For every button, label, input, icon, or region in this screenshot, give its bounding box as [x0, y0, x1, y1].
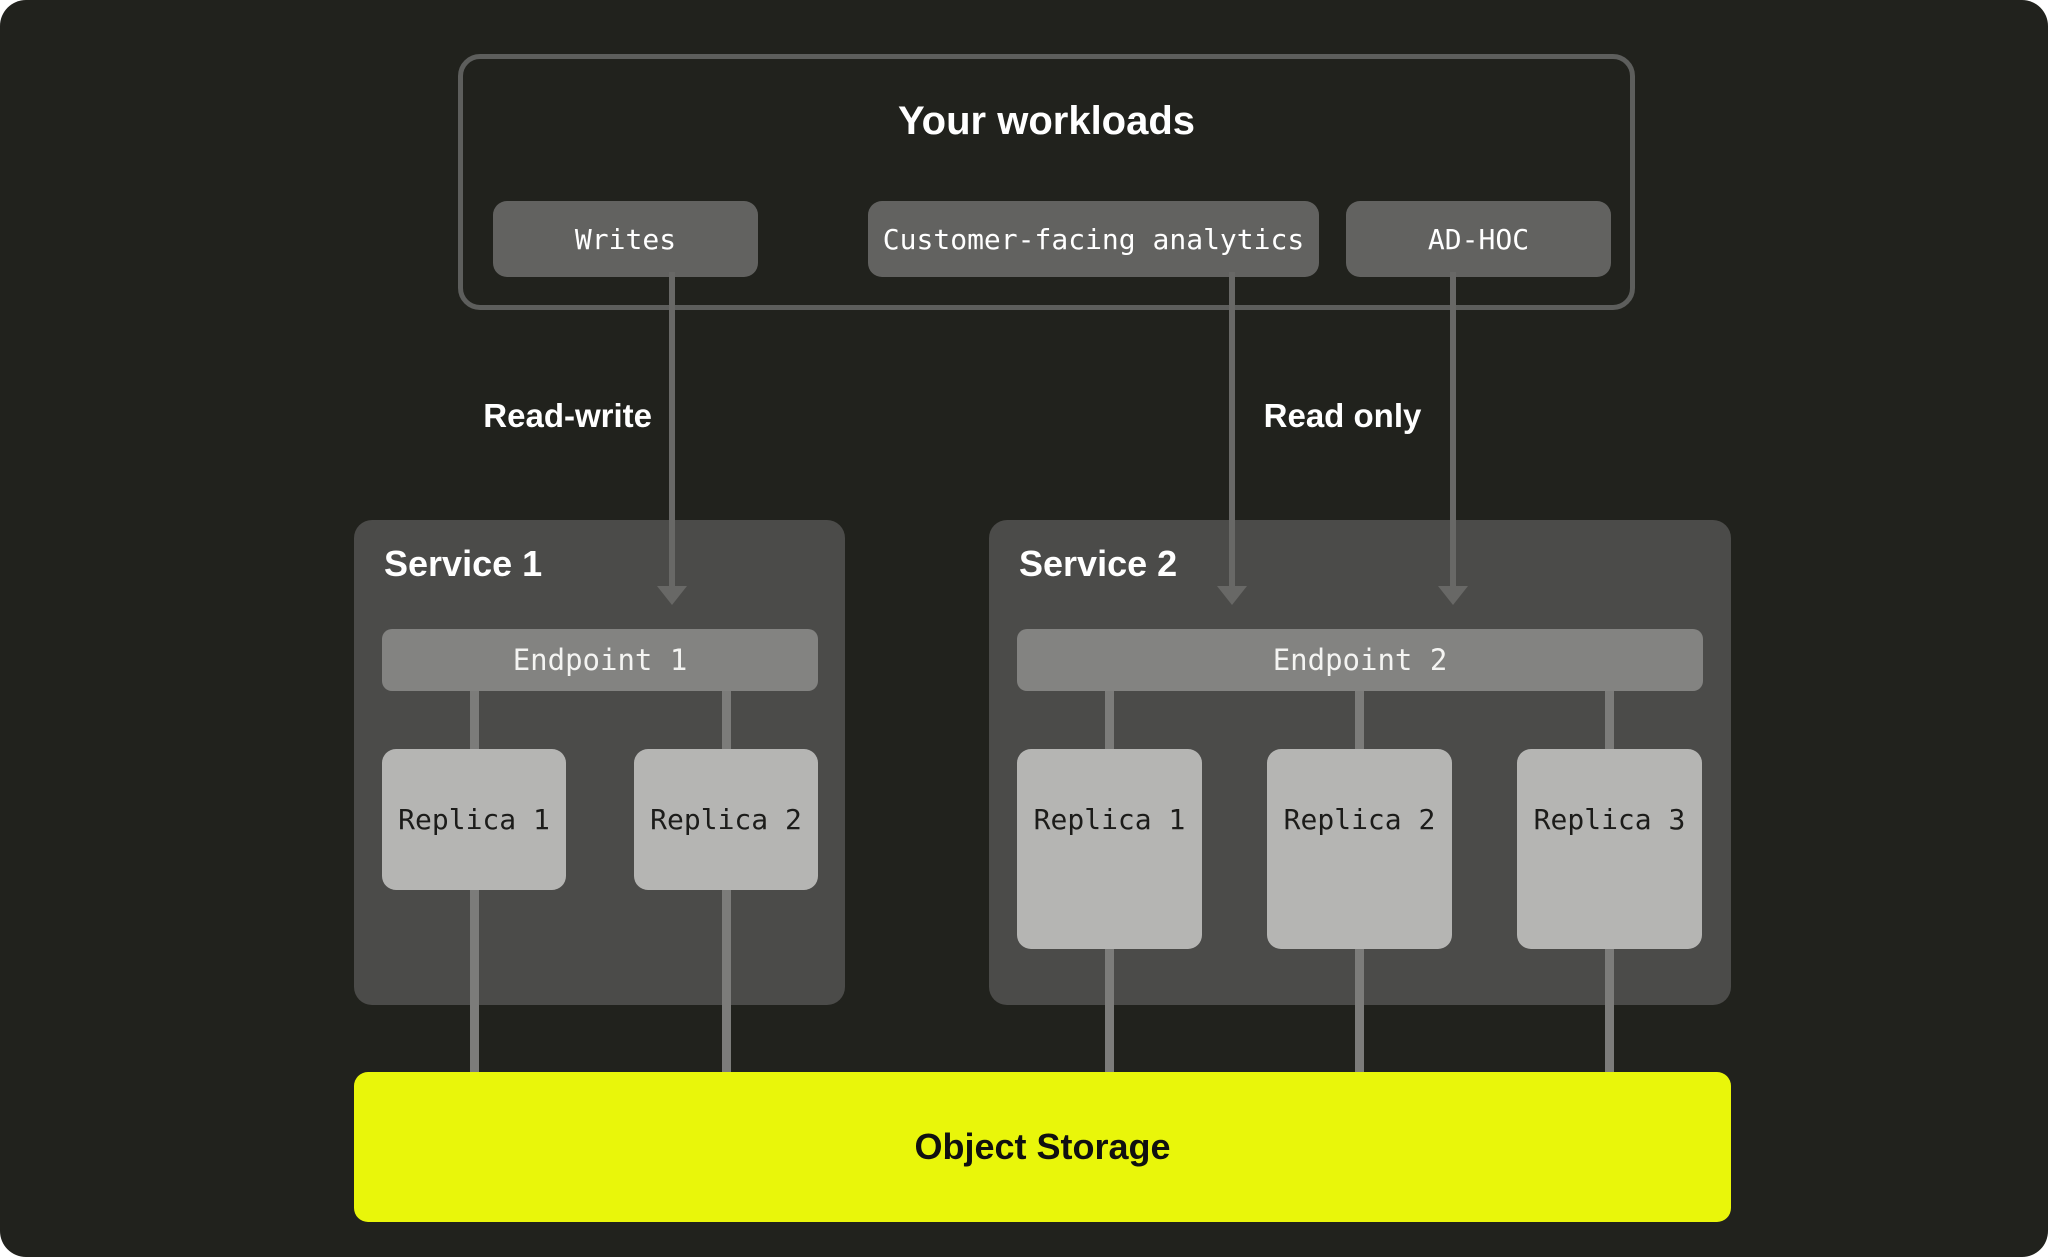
arrow-down-icon	[1217, 586, 1247, 605]
arrow-adhoc-to-endpoint2	[1450, 272, 1456, 586]
workload-pill-customer-facing-analytics: Customer-facing analytics	[868, 201, 1319, 277]
arrow-down-icon	[1438, 586, 1468, 605]
service-1-title: Service 1	[384, 543, 543, 584]
arrow-analytics-to-endpoint2	[1229, 272, 1235, 586]
service-2-replica-3-node: Replica 3	[1517, 749, 1702, 949]
workload-pill-writes: Writes	[493, 201, 758, 277]
service-2-replica-2-node: Replica 2	[1267, 749, 1452, 949]
service-1-replica-1-node: Replica 1	[382, 749, 566, 890]
arrow-writes-to-endpoint1	[669, 272, 675, 586]
read-only-label: Read only	[1263, 397, 1422, 434]
read-write-label: Read-write	[483, 397, 652, 434]
endpoint-1-node: Endpoint 1	[382, 629, 818, 691]
service-2-title: Service 2	[1019, 543, 1178, 584]
your-workloads-title: Your workloads	[897, 99, 1196, 143]
workload-pill-ad-hoc: AD-HOC	[1346, 201, 1611, 277]
service-1-replica-2-node: Replica 2	[634, 749, 818, 890]
endpoint-2-node: Endpoint 2	[1017, 629, 1703, 691]
object-storage-node: Object Storage	[354, 1072, 1731, 1222]
arrow-down-icon	[657, 586, 687, 605]
your-workloads-group: Your workloads Writes Customer-facing an…	[458, 54, 1635, 310]
service-2-replica-1-node: Replica 1	[1017, 749, 1202, 949]
